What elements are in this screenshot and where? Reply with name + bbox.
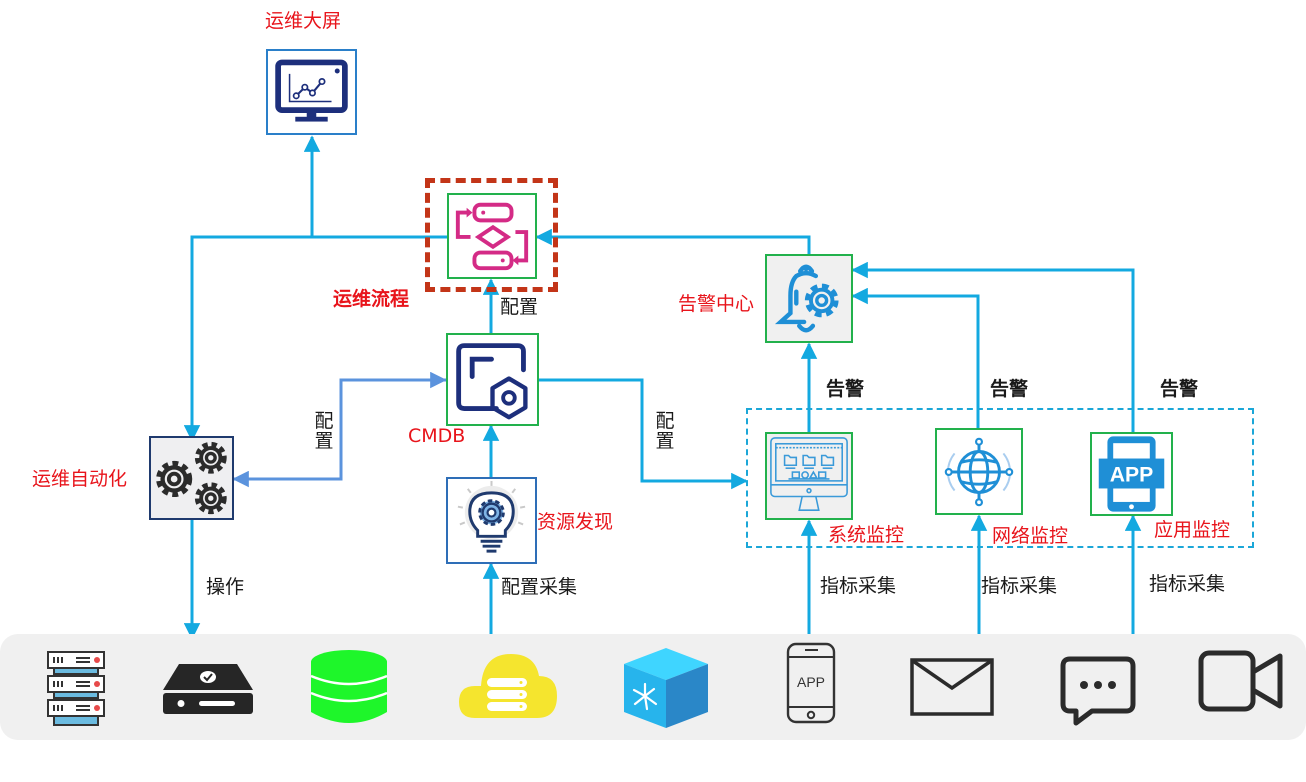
wire-workflow-left bbox=[183, 235, 447, 442]
discovery-node[interactable] bbox=[446, 477, 537, 564]
edge-label-metric-app: 指标采集 bbox=[1149, 573, 1226, 595]
edge-label-config-workflow: 配置 bbox=[500, 296, 539, 318]
wire-net-alert bbox=[851, 287, 980, 428]
edge-label-config-collect: 配置采集 bbox=[501, 576, 578, 598]
discovery-label: 资源发现 bbox=[537, 511, 614, 533]
cmdb-icon bbox=[456, 343, 528, 420]
video-camera-icon[interactable] bbox=[1198, 650, 1284, 712]
dashboard-node[interactable] bbox=[266, 49, 357, 135]
app-monitor-label: 应用监控 bbox=[1154, 519, 1231, 541]
mail-icon[interactable] bbox=[910, 658, 994, 716]
bulb-gear-icon bbox=[457, 480, 526, 553]
desktop-monitor-icon bbox=[770, 437, 848, 511]
workflow-node[interactable] bbox=[447, 193, 537, 279]
edge-label-config-automation: 配置 bbox=[314, 410, 334, 452]
gears-icon bbox=[156, 441, 227, 515]
network-monitor-node[interactable] bbox=[935, 428, 1023, 515]
edge-label-metric-net: 指标采集 bbox=[981, 575, 1058, 597]
cmdb-node[interactable] bbox=[446, 333, 539, 426]
mobile-app-icon[interactable]: APP bbox=[786, 642, 836, 724]
workflow-label: 运维流程 bbox=[333, 288, 410, 310]
network-monitor-label: 网络监控 bbox=[992, 525, 1069, 547]
server-rack-icon[interactable] bbox=[44, 650, 108, 726]
cmdb-label: CMDB bbox=[408, 425, 466, 447]
edge-label-metric-sys: 指标采集 bbox=[820, 575, 897, 597]
system-monitor-label: 系统监控 bbox=[828, 524, 905, 546]
alert-center-node[interactable] bbox=[765, 254, 853, 343]
app-monitor-node[interactable]: APP bbox=[1090, 432, 1173, 516]
dashboard-label: 运维大屏 bbox=[265, 10, 342, 32]
automation-node[interactable] bbox=[149, 436, 234, 520]
network-switch-icon[interactable] bbox=[622, 646, 710, 730]
alert-center-label: 告警中心 bbox=[678, 293, 755, 315]
workflow-highlight-frame bbox=[425, 178, 558, 292]
globe-icon bbox=[944, 437, 1014, 507]
cloud-server-icon[interactable] bbox=[457, 648, 559, 720]
bell-gear-icon bbox=[774, 264, 839, 333]
wire-cmdb-to-monitor bbox=[539, 378, 748, 490]
database-icon[interactable] bbox=[309, 648, 389, 728]
edge-label-alert-app: 告警 bbox=[1160, 378, 1199, 400]
wire-alert-to-workflow bbox=[535, 228, 811, 255]
automation-label: 运维自动化 bbox=[32, 468, 128, 490]
storage-drive-icon[interactable] bbox=[161, 662, 255, 716]
mobile-app-text: APP bbox=[797, 674, 825, 690]
chat-message-icon[interactable] bbox=[1060, 656, 1136, 726]
app-phone-icon: APP bbox=[1098, 436, 1165, 512]
edge-label-config-monitor: 配置 bbox=[655, 410, 675, 452]
edge-label-alert-net: 告警 bbox=[990, 378, 1029, 400]
workflow-icon bbox=[455, 202, 529, 271]
system-monitor-node[interactable] bbox=[765, 432, 853, 520]
edge-label-operate: 操作 bbox=[206, 576, 245, 598]
monitor-chart-icon bbox=[275, 59, 348, 122]
app-badge-text: APP bbox=[1110, 464, 1154, 487]
edge-label-alert-sys: 告警 bbox=[826, 378, 865, 400]
wire-app-alert bbox=[851, 261, 1135, 432]
monitoring-group-frame bbox=[746, 408, 1254, 548]
